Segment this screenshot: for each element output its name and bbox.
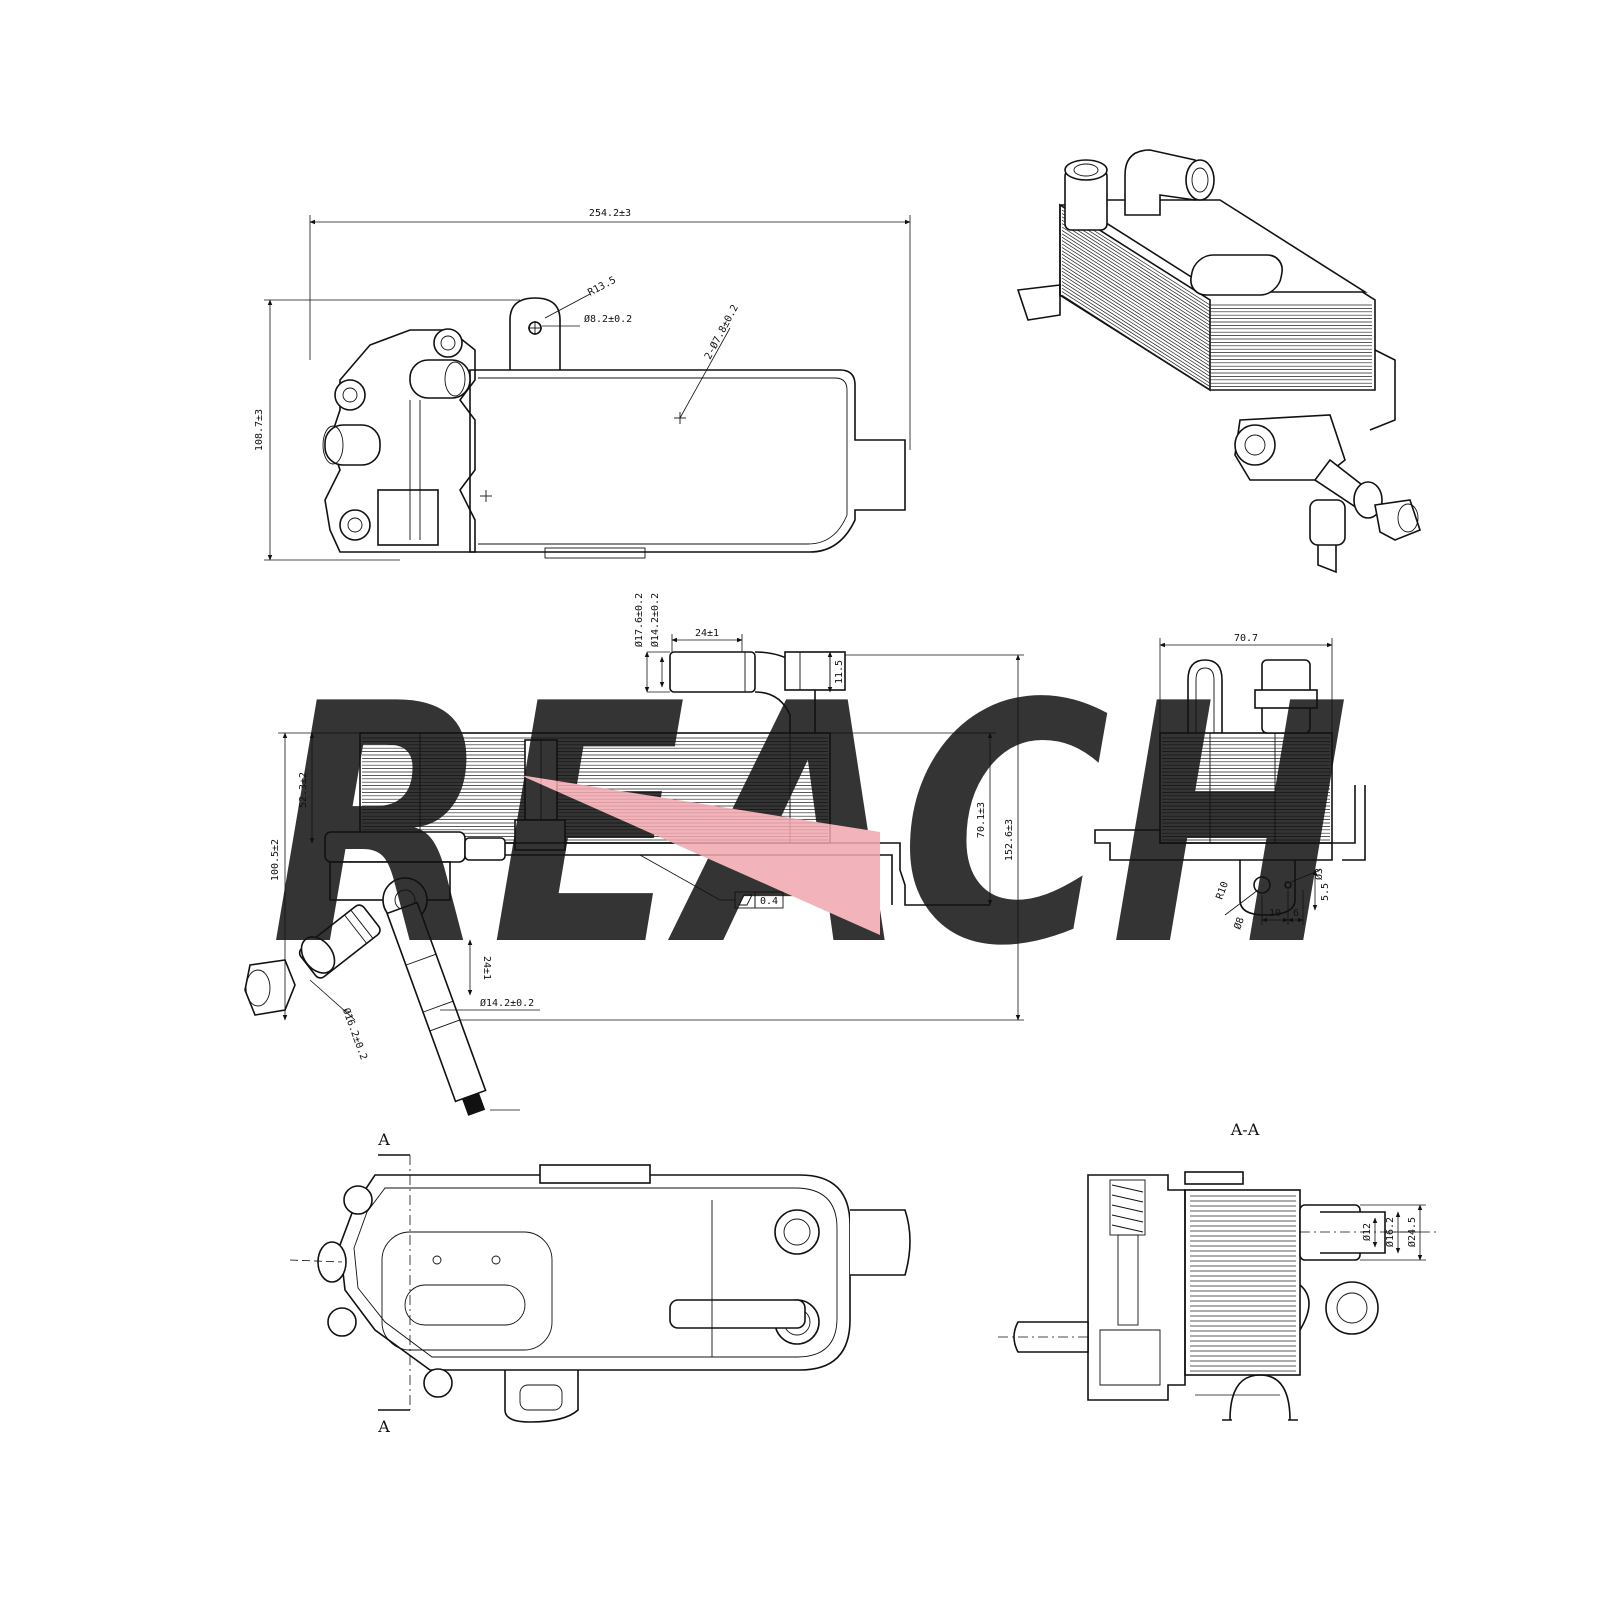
- isometric-fin-line: [1061, 247, 1372, 343]
- dim-section-b: Ø16.2: [1384, 1217, 1396, 1247]
- dim-front-lower-pipe-dia: Ø14.2±0.2: [480, 997, 534, 1009]
- dim-front-pipe-inner: Ø14.2±0.2: [649, 593, 661, 647]
- dim-front-height-total: 100.5±2: [270, 839, 281, 881]
- isometric-fin-line: [1061, 267, 1372, 364]
- isometric-fin-line: [1061, 250, 1372, 347]
- isometric-fin-line: [1061, 277, 1372, 374]
- isometric-fin-line: [1061, 287, 1372, 384]
- dim-front-lower-pipe-length: 24±1: [481, 956, 492, 980]
- dim-front-pipe-outer: Ø17.6±0.2: [633, 593, 645, 647]
- dim-section-a: Ø12: [1361, 1223, 1373, 1241]
- dim-top-width: 254.2±3: [589, 208, 631, 219]
- dim-front-offset: 11.5: [834, 660, 845, 684]
- isometric-fin-line: [1061, 257, 1372, 353]
- isometric-core-fins: [1061, 209, 1372, 391]
- dim-side-dim-b: 6: [1293, 908, 1299, 919]
- section-title: A-A: [1230, 1120, 1260, 1139]
- isometric-fin-line: [1061, 219, 1372, 316]
- isometric-fin-line: [1061, 240, 1372, 336]
- bottom-view: A A: [289, 1130, 911, 1436]
- top-view: 254.2±3 108.7±3 R13.5 Ø8.2±0.2 2-Ø7.8±0.…: [254, 208, 911, 561]
- isometric-fin-line: [1061, 209, 1372, 306]
- dim-side-dim-c: 5.5: [1320, 883, 1331, 901]
- dim-bracket-radius: R13.5: [586, 275, 618, 299]
- dim-mount-holes: 2-Ø7.8±0.2: [702, 303, 741, 362]
- dim-side-dim-a: 10: [1269, 908, 1281, 919]
- dim-front-core-height: 52.3±2: [298, 772, 309, 808]
- dim-side-width: 70.7: [1234, 633, 1258, 644]
- watermark-accent: [520, 775, 880, 935]
- dim-front-pipe-length: 24±1: [695, 628, 719, 639]
- dim-top-height: 108.7±3: [254, 409, 265, 451]
- isometric-fin-line: [1061, 270, 1372, 367]
- isometric-fin-line: [1061, 236, 1372, 333]
- isometric-fin-line: [1061, 284, 1372, 381]
- section-core-fins: [1190, 1195, 1296, 1372]
- isometric-fin-line: [1061, 213, 1372, 309]
- watermark: REACH: [270, 634, 1350, 1018]
- isometric-fin-line: [1061, 264, 1372, 360]
- dim-side-hole-a: Ø8: [1232, 916, 1247, 931]
- isometric-fin-line: [1061, 230, 1372, 326]
- isometric-fin-line: [1061, 291, 1372, 387]
- dim-front-right-height: 70.1±3: [976, 802, 987, 838]
- isometric-fin-line: [1061, 274, 1372, 370]
- side-view: 70.7 R10 Ø8 Ø3 10 6 5.5: [1094, 633, 1366, 931]
- dim-section-c: Ø24.5: [1406, 1217, 1418, 1247]
- isometric-fin-line: [1061, 226, 1372, 323]
- isometric-view: [1016, 149, 1421, 574]
- front-view: 100.5±2 52.3±2 70.1±3 152.6±3 11.5 24±1 …: [244, 593, 1024, 1116]
- isometric-fin-line: [1061, 281, 1372, 377]
- isometric-fin-line: [1061, 260, 1372, 357]
- isometric-fin-line: [1061, 253, 1372, 350]
- dim-front-flatness: 0.4: [760, 896, 778, 907]
- dim-bracket-hole: Ø8.2±0.2: [584, 313, 632, 325]
- dim-front-overall-height: 152.6±3: [1004, 819, 1015, 861]
- isometric-fin-line: [1061, 243, 1372, 340]
- isometric-fin-line: [1061, 223, 1372, 319]
- isometric-fin-line: [1061, 233, 1372, 330]
- side-core-fins: [1162, 737, 1330, 841]
- section-mark-bottom: A: [377, 1417, 390, 1436]
- section-view: A-A Ø12 Ø16.2 Ø24.5: [998, 1120, 1440, 1421]
- isometric-fin-line: [1061, 294, 1372, 391]
- isometric-fin-line: [1061, 216, 1372, 313]
- section-mark-top: A: [377, 1130, 390, 1149]
